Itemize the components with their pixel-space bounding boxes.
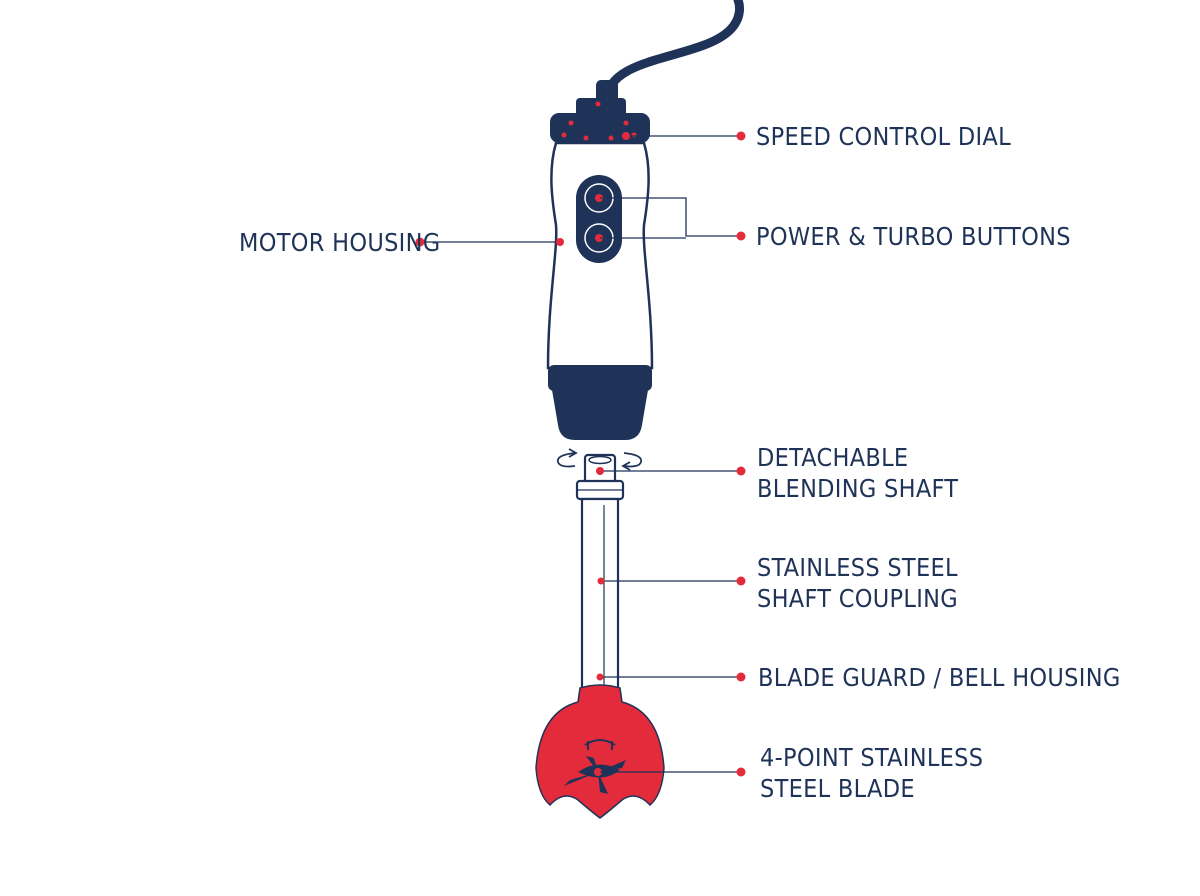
label-blade-guard-bell-housing: BLADE GUARD / BELL HOUSING (758, 663, 1121, 692)
stainless-steel-shaft (580, 497, 620, 691)
housing-bottom-cap (552, 390, 648, 440)
detachable-blending-shaft-connector (575, 453, 625, 501)
leader-lines (420, 135, 741, 773)
leader-buttons (600, 197, 741, 237)
label-motor-housing: MOTOR HOUSING (239, 228, 441, 257)
label-stainless-steel-shaft-coupling: STAINLESS STEEL SHAFT COUPLING (757, 553, 959, 613)
rotation-arrow-right (623, 452, 643, 468)
four-point-blade (564, 756, 626, 794)
rotation-arrow-left (556, 452, 576, 468)
blade-guard-bell-housing (535, 684, 665, 819)
label-power-turbo-buttons: POWER & TURBO BUTTONS (756, 222, 1071, 251)
housing-collar (548, 365, 652, 391)
power-turbo-button-panel (576, 175, 622, 263)
power-cord (602, 0, 745, 105)
label-four-point-blade: 4-POINT STAINLESS STEEL BLADE (760, 743, 984, 803)
label-detachable-blending-shaft: DETACHABLE BLENDING SHAFT (757, 443, 959, 503)
label-speed-control-dial: SPEED CONTROL DIAL (756, 122, 1011, 151)
callout-dots (415, 131, 746, 777)
